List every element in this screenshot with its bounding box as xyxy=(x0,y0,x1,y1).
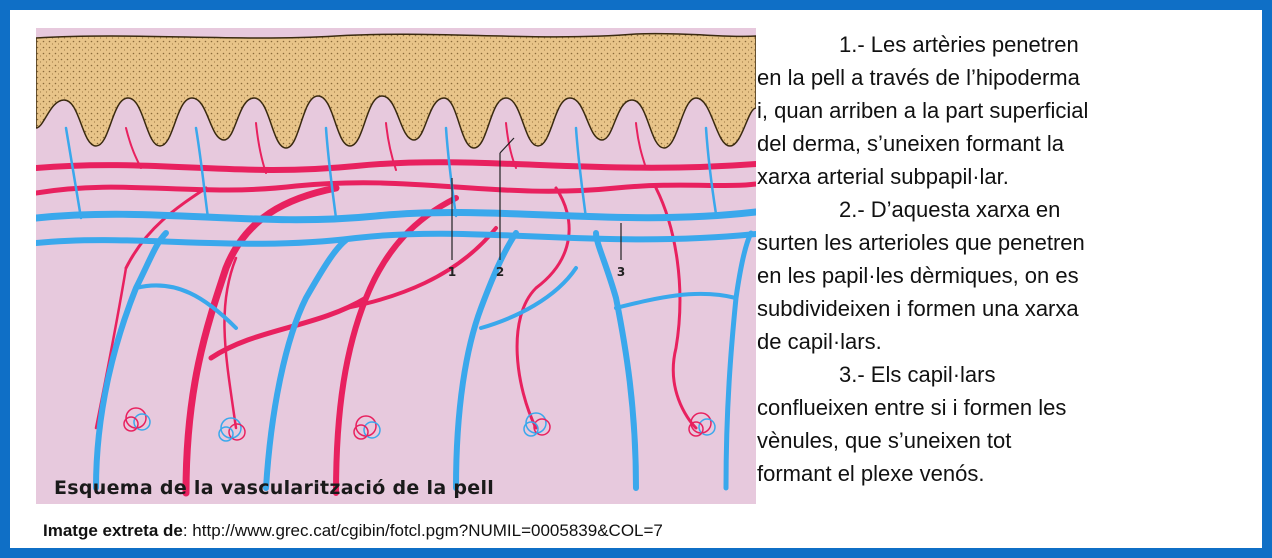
label-3: 3 xyxy=(617,265,625,279)
image-source: Imatge extreta de: http://www.grec.cat/c… xyxy=(43,521,663,541)
paragraph-2-line-5: de capil·lars. xyxy=(757,329,882,354)
paragraph-1-line-5: xarxa arterial subpapil·lar. xyxy=(757,164,1009,189)
diagram-svg: 1 2 3 xyxy=(36,28,756,504)
paragraph-3-line-3: vènules, que s’uneixen tot xyxy=(757,428,1011,453)
paragraph-2-line-1: 2.- D’aquesta xarxa en xyxy=(757,197,1060,222)
paragraph-2: 2.- D’aquesta xarxa en surten les arteri… xyxy=(757,193,1197,358)
label-1: 1 xyxy=(448,265,456,279)
paragraph-1: 1.- Les artèries penetren en la pell a t… xyxy=(757,28,1197,193)
label-2: 2 xyxy=(496,265,504,279)
paragraph-2-line-2: surten les arterioles que penetren xyxy=(757,230,1085,255)
paragraph-2-line-4: subdivideixen i formen una xarxa xyxy=(757,296,1079,321)
paragraph-1-line-1: 1.- Les artèries penetren xyxy=(757,32,1079,57)
source-url: http://www.grec.cat/cgibin/fotcl.pgm?NUM… xyxy=(192,521,663,540)
figure-caption: Esquema de la vascularització de la pell xyxy=(54,477,494,499)
paragraph-2-line-3: en les papil·les dèrmiques, on es xyxy=(757,263,1079,288)
paragraph-3-line-4: formant el plexe venós. xyxy=(757,461,984,486)
paragraph-3-line-2: conflueixen entre si i formen les xyxy=(757,395,1066,420)
paragraph-3: 3.- Els capil·lars conflueixen entre si … xyxy=(757,358,1197,490)
paragraph-1-line-2: en la pell a través de l’hipoderma xyxy=(757,65,1080,90)
source-label: Imatge extreta de xyxy=(43,521,183,540)
paragraph-3-line-1: 3.- Els capil·lars xyxy=(757,362,995,387)
paragraph-1-line-4: del derma, s’uneixen formant la xyxy=(757,131,1064,156)
skin-vascularization-diagram: 1 2 3 xyxy=(36,28,756,504)
paragraph-1-line-3: i, quan arriben a la part superficial xyxy=(757,98,1088,123)
explanation-text: 1.- Les artèries penetren en la pell a t… xyxy=(757,28,1197,490)
